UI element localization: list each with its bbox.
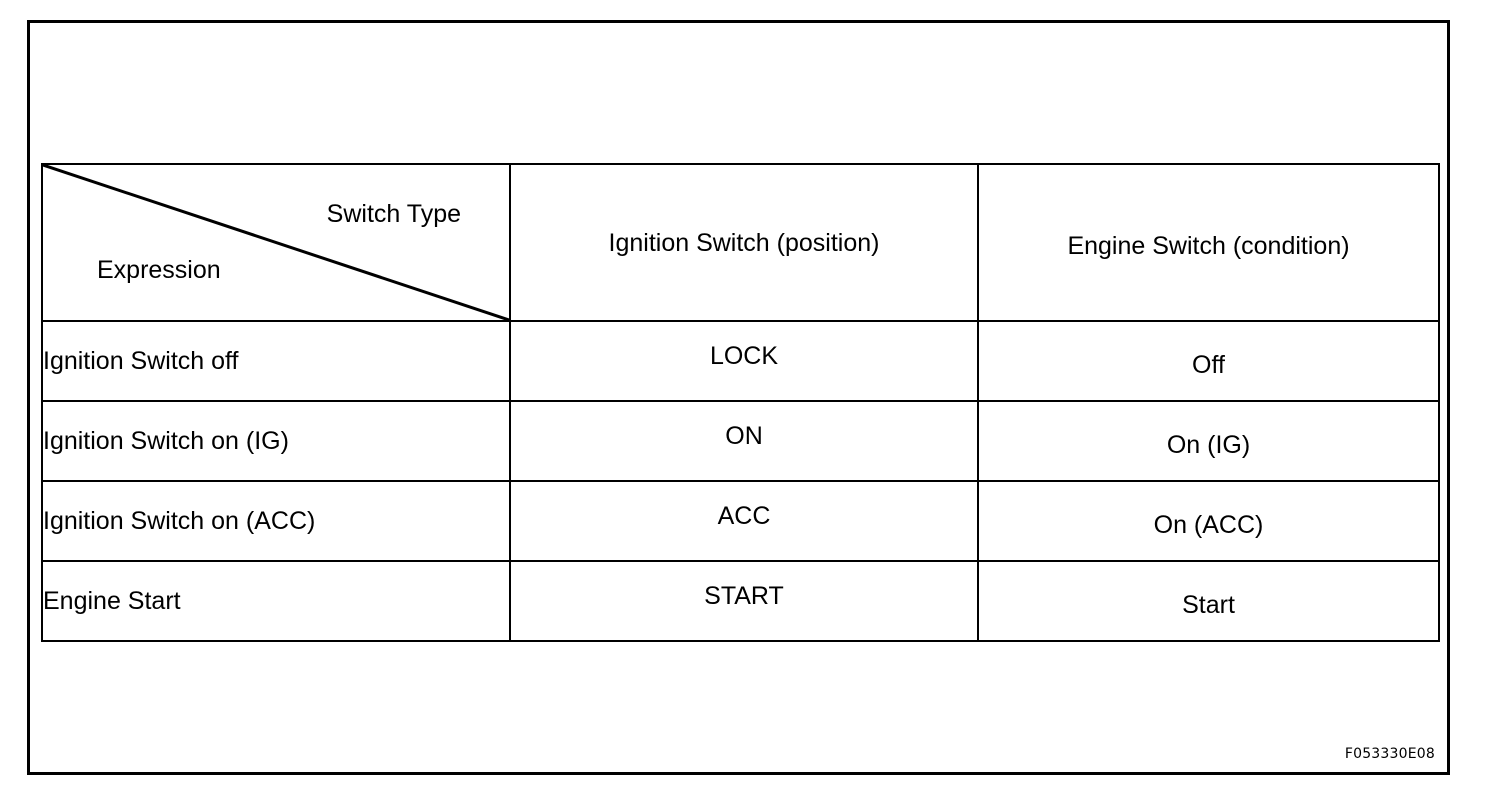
table-row: Engine Start START Start — [41, 560, 1440, 642]
table-row: Ignition Switch on (IG) ON On (IG) — [41, 400, 1440, 482]
column-axis-label: Switch Type — [326, 200, 461, 228]
cell-ignition-switch-value: LOCK — [709, 341, 779, 370]
cell-engine-switch-value: Off — [1192, 350, 1225, 379]
page-frame: Switch Type Expression Ignition Switch (… — [27, 20, 1450, 775]
cell-expression: Ignition Switch on (IG) — [41, 400, 511, 482]
cell-engine-switch-value: Start — [1182, 590, 1235, 619]
cell-ignition-switch-value: ON — [725, 421, 763, 450]
cell-ignition-switch-value: ACC — [717, 501, 771, 530]
table-row: Ignition Switch on (ACC) ACC On (ACC) — [41, 480, 1440, 562]
cell-expression: Ignition Switch off — [41, 320, 511, 402]
figure-reference-code: F053330E08 — [1344, 746, 1435, 762]
cell-engine-switch-value: On (ACC) — [1153, 510, 1264, 539]
cell-ignition-switch: START — [509, 560, 979, 642]
diagonal-divider-line — [43, 165, 509, 320]
cell-expression: Engine Start — [41, 560, 511, 642]
cell-engine-switch: On (IG) — [977, 400, 1440, 482]
table-row: Ignition Switch off LOCK Off — [41, 320, 1440, 402]
cell-engine-switch: Start — [977, 560, 1440, 642]
header-ignition-switch: Ignition Switch (position) — [509, 163, 979, 322]
switch-type-comparison-table: Switch Type Expression Ignition Switch (… — [41, 163, 1440, 642]
header-ignition-switch-label: Ignition Switch (position) — [608, 229, 880, 257]
row-axis-label: Expression — [97, 256, 221, 284]
header-engine-switch-label: Engine Switch (condition) — [1067, 232, 1350, 260]
cell-engine-switch: On (ACC) — [977, 480, 1440, 562]
cell-engine-switch: Off — [977, 320, 1440, 402]
table-header-row: Switch Type Expression Ignition Switch (… — [41, 163, 1440, 322]
header-engine-switch: Engine Switch (condition) — [977, 163, 1440, 322]
cell-ignition-switch: ON — [509, 400, 979, 482]
cell-ignition-switch-value: START — [704, 581, 784, 610]
cell-expression: Ignition Switch on (ACC) — [41, 480, 511, 562]
cell-ignition-switch: LOCK — [509, 320, 979, 402]
cell-ignition-switch: ACC — [509, 480, 979, 562]
cell-engine-switch-value: On (IG) — [1166, 430, 1251, 459]
corner-header-cell: Switch Type Expression — [41, 163, 511, 322]
